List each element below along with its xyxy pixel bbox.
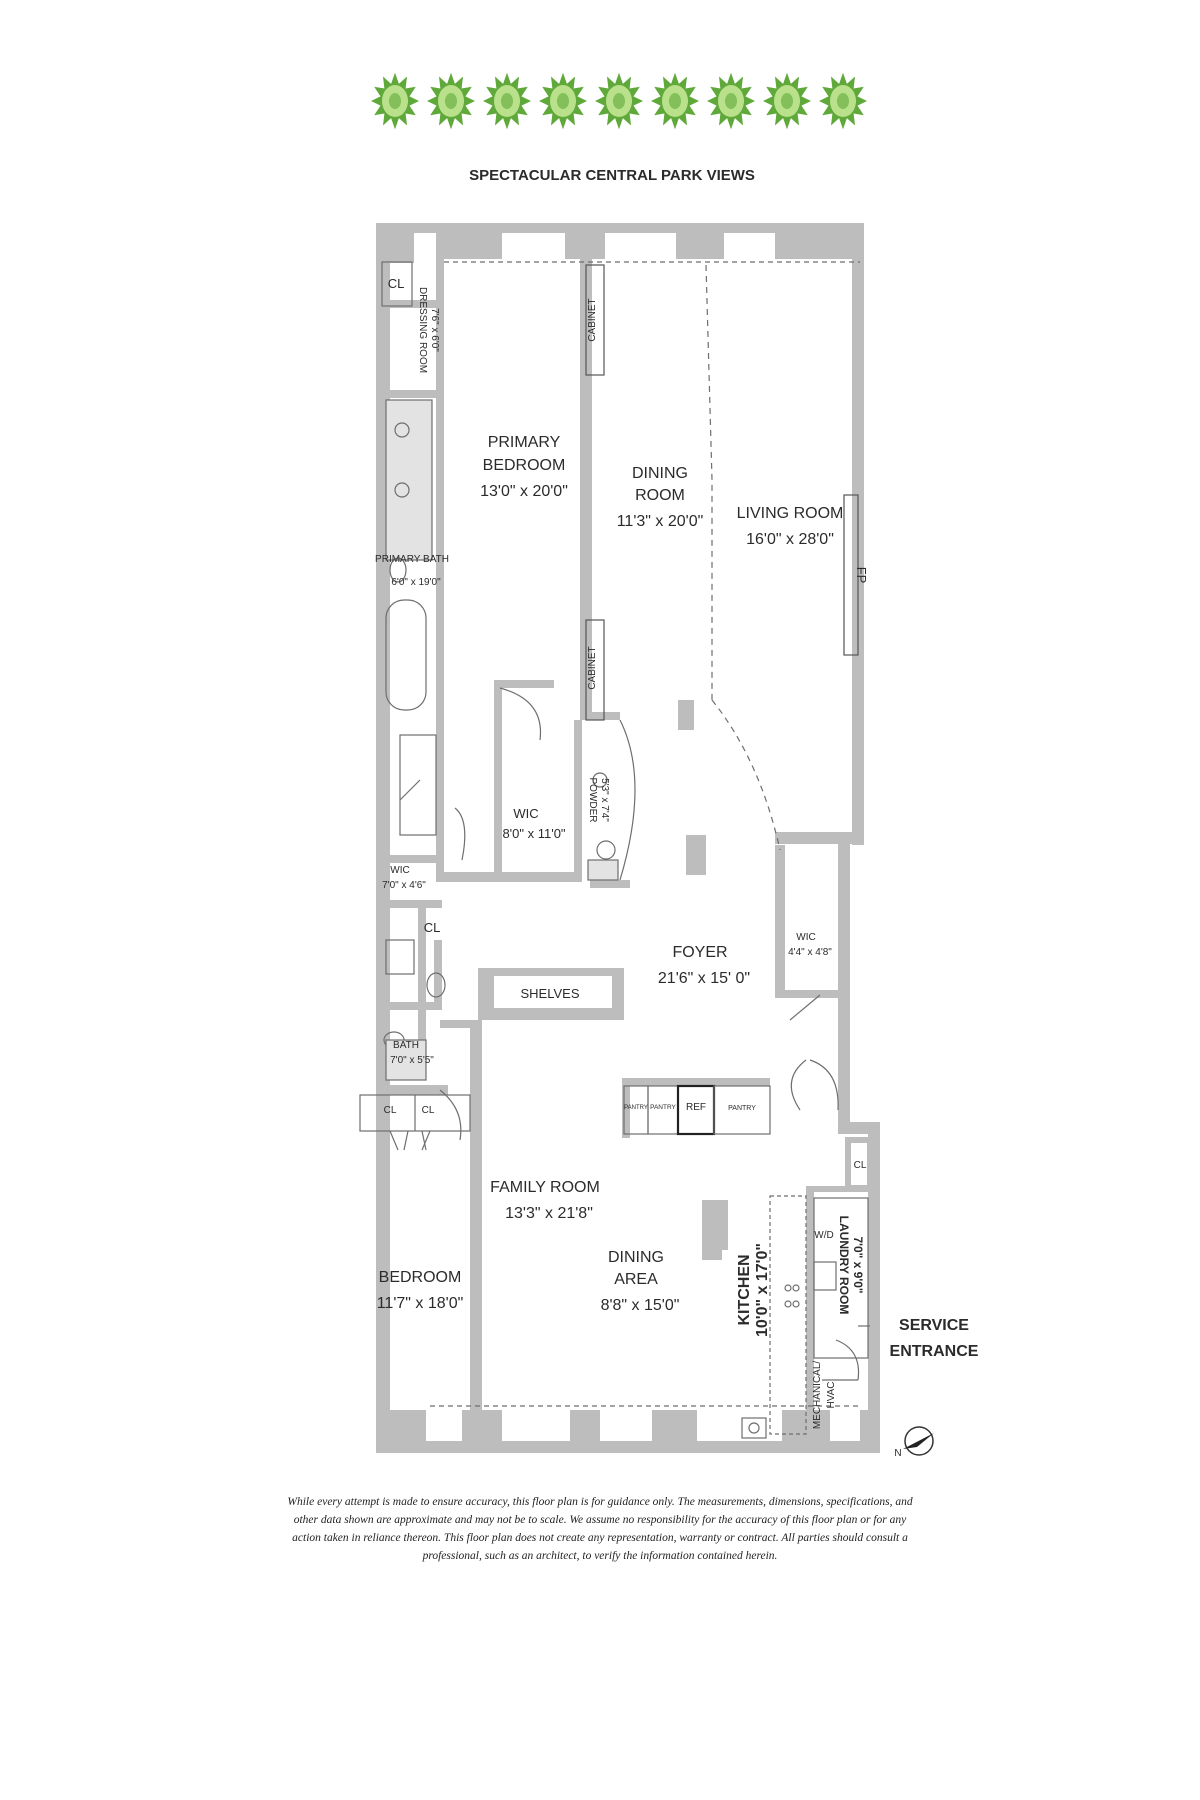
shelves-label: SHELVES bbox=[520, 986, 579, 1001]
exterior-walls bbox=[376, 223, 880, 1453]
primary-bedroom-dim: 13'0" x 20'0" bbox=[480, 483, 568, 500]
tree-icon bbox=[595, 72, 643, 130]
dressing-room-dim: 7'6" x 6'0" bbox=[429, 308, 440, 352]
mechanical-name1: MECHANICAL/ bbox=[812, 1361, 823, 1430]
disclaimer-text: While every attempt is made to ensure ac… bbox=[287, 1496, 913, 1562]
mechanical-name2: HVAC bbox=[826, 1381, 837, 1408]
pantry-2-label: PANTRY bbox=[650, 1104, 676, 1111]
pantry-3-label: PANTRY bbox=[728, 1105, 756, 1112]
dining-room-name2: ROOM bbox=[635, 487, 685, 504]
family-room-name: FAMILY ROOM bbox=[490, 1179, 600, 1196]
dressing-room-name: DRESSING ROOM bbox=[417, 287, 428, 373]
pantry-1-label: PANTRY bbox=[624, 1105, 648, 1111]
tree-icon bbox=[539, 72, 587, 130]
cabinet-top-label: CABINET bbox=[587, 298, 598, 341]
tree-icon bbox=[819, 72, 867, 130]
laundry-name: LAUNDRY ROOM bbox=[837, 1216, 851, 1315]
bath-name: BATH bbox=[393, 1040, 419, 1051]
family-room-dim: 13'3" x 21'8" bbox=[505, 1205, 593, 1222]
tree-icon bbox=[371, 72, 419, 130]
hall-cl-label: CL bbox=[424, 920, 441, 935]
fp-label: FP bbox=[854, 567, 869, 584]
wic-hall-name: WIC bbox=[390, 865, 409, 876]
primary-bedroom-name1: PRIMARY bbox=[488, 434, 561, 451]
kitchen-dim: 10'0" x 17'0" bbox=[754, 1243, 771, 1337]
living-room-dim: 16'0" x 28'0" bbox=[746, 531, 834, 548]
north-compass: N bbox=[894, 1426, 934, 1459]
dining-area-name1: DINING bbox=[608, 1249, 664, 1266]
foyer-name: FOYER bbox=[672, 944, 727, 961]
tree-icon bbox=[763, 72, 811, 130]
bath-dim: 7'0" x 5'5" bbox=[390, 1055, 434, 1066]
service-entrance-2: ENTRANCE bbox=[890, 1343, 979, 1360]
compass-arrow-icon bbox=[903, 1433, 934, 1449]
ref-label: REF bbox=[686, 1102, 706, 1113]
foyer-dim: 21'6" x 15' 0" bbox=[658, 970, 750, 987]
wic-primary-name: WIC bbox=[513, 806, 538, 821]
service-cl-label: CL bbox=[854, 1160, 867, 1171]
primary-bath-name: PRIMARY BATH bbox=[375, 554, 449, 565]
dining-area-name2: AREA bbox=[614, 1271, 658, 1288]
bedroom-name: BEDROOM bbox=[379, 1269, 462, 1286]
powder-dim: 5'3" x 7'4" bbox=[599, 778, 610, 822]
powder-name: POWDER bbox=[587, 778, 598, 823]
kitchen-name: KITCHEN bbox=[736, 1254, 753, 1325]
tree-icon bbox=[707, 72, 755, 130]
bedroom-cl-1: CL bbox=[384, 1105, 397, 1116]
dining-room-dim: 11'3" x 20'0" bbox=[617, 513, 704, 530]
dressing-cl-label: CL bbox=[388, 276, 405, 291]
cabinet-bottom-label: CABINET bbox=[587, 646, 598, 689]
views-label: SPECTACULAR CENTRAL PARK VIEWS bbox=[469, 167, 755, 184]
tree-icon bbox=[651, 72, 699, 130]
room-labels: PRIMARY BEDROOM 13'0" x 20'0" DINING ROO… bbox=[375, 276, 979, 1429]
wd-label: W/D bbox=[814, 1230, 833, 1241]
tree-icon bbox=[483, 72, 531, 130]
wic-foyer-dim: 4'4" x 4'8" bbox=[788, 947, 832, 958]
laundry-dim: 7'0" x 9'0" bbox=[851, 1236, 865, 1293]
primary-bedroom-name2: BEDROOM bbox=[483, 457, 566, 474]
service-entrance-1: SERVICE bbox=[899, 1317, 969, 1334]
bedroom-cl-2: CL bbox=[422, 1105, 435, 1116]
dining-area-dim: 8'8" x 15'0" bbox=[601, 1297, 680, 1314]
bedroom-dim: 11'7" x 18'0" bbox=[377, 1295, 464, 1312]
park-trees bbox=[371, 72, 867, 130]
dining-room-name1: DINING bbox=[632, 465, 688, 482]
wic-hall-dim: 7'0" x 4'6" bbox=[382, 880, 426, 891]
tree-icon bbox=[427, 72, 475, 130]
wic-primary-dim: 8'0" x 11'0" bbox=[502, 826, 565, 841]
fixture-lines bbox=[359, 261, 870, 1439]
compass-n-label: N bbox=[894, 1448, 901, 1459]
primary-bath-dim: 6'0" x 19'0" bbox=[391, 577, 441, 588]
wic-foyer-name: WIC bbox=[796, 932, 815, 943]
living-room-name: LIVING ROOM bbox=[737, 505, 844, 522]
